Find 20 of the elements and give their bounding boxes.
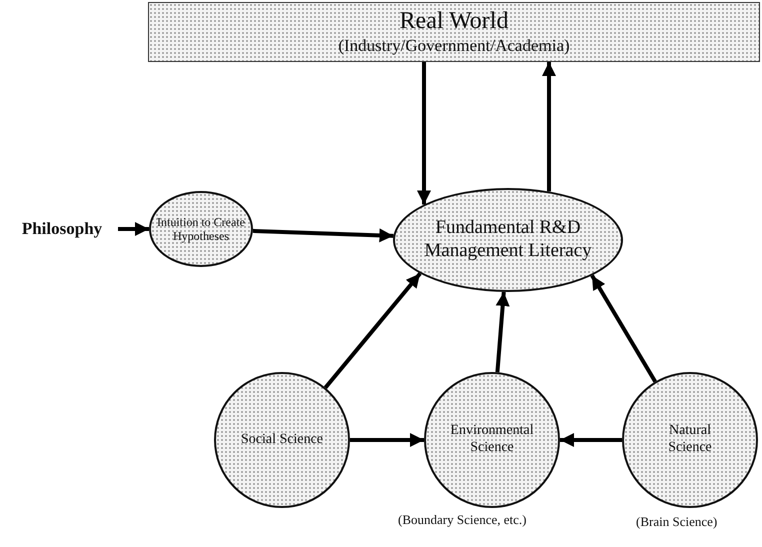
arrow bbox=[542, 62, 556, 192]
arrow bbox=[590, 274, 657, 383]
arrow bbox=[560, 433, 622, 447]
node-caption: (Brain Science) bbox=[636, 514, 718, 530]
node-label: Fundamental R&D Management Literacy bbox=[423, 217, 593, 263]
arrow bbox=[495, 292, 510, 372]
arrow bbox=[417, 62, 431, 204]
node-caption: (Boundary Science, etc.) bbox=[398, 512, 527, 528]
arrow bbox=[350, 433, 424, 447]
arrow bbox=[118, 222, 149, 236]
node-label: Natural Science bbox=[667, 423, 713, 457]
node-label: Philosophy bbox=[6, 217, 118, 241]
arrow bbox=[252, 228, 394, 242]
node-label: Social Science bbox=[240, 432, 324, 448]
node-title: Real World bbox=[400, 7, 508, 36]
rectangle-node bbox=[148, 2, 760, 62]
arrow bbox=[324, 272, 422, 389]
node-label: (Industry/Government/Academia) bbox=[338, 36, 570, 57]
node-label: Intuition to Create Hypotheses bbox=[156, 214, 246, 244]
node-label: Environmental Science bbox=[449, 423, 535, 457]
